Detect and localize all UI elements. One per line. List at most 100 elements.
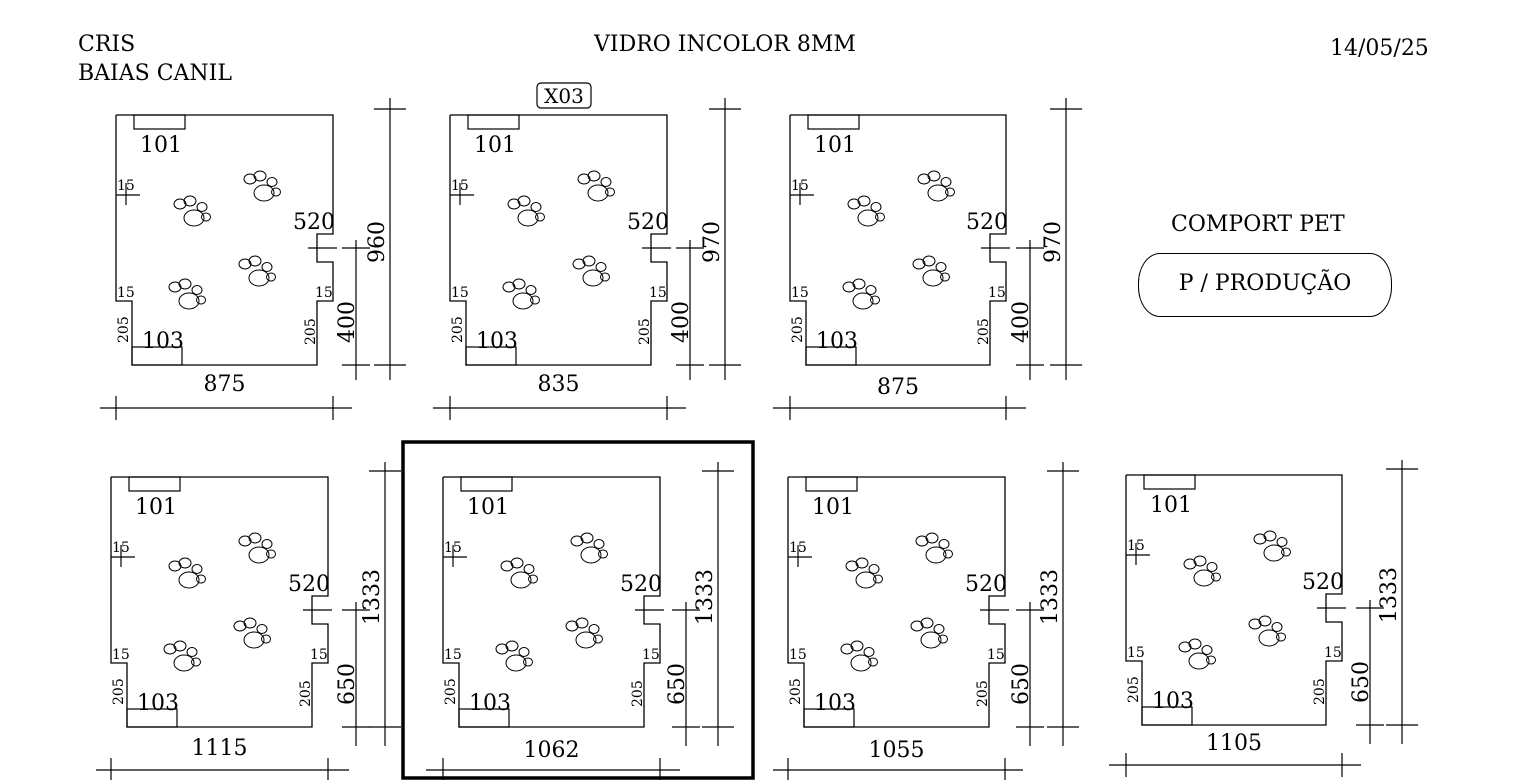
paw-toe: [163, 643, 177, 655]
paw-toe: [595, 262, 607, 272]
paw-print-icon: [173, 195, 211, 227]
panel-tag-label: X03: [544, 84, 584, 108]
paw-print-icon: [238, 532, 276, 564]
bottom-notch-label: 103: [476, 329, 518, 354]
paw-toe: [512, 278, 526, 290]
paw-toe: [863, 647, 875, 657]
right-step-label: 15: [1324, 645, 1342, 661]
side-note-title: COMPORT PET: [1171, 212, 1345, 237]
right-height-label: 205: [976, 318, 992, 345]
paw-toe: [178, 557, 192, 569]
paw-toe: [587, 170, 601, 182]
top-notch-label: 101: [812, 495, 854, 520]
paw-print-icon: [507, 195, 545, 227]
lower-height-label: 400: [335, 301, 360, 343]
paw-toe: [933, 624, 945, 634]
left-step-label: 15: [444, 647, 462, 663]
paw-toe: [1178, 641, 1192, 653]
paw-toe: [196, 202, 208, 212]
paw-pad: [920, 631, 942, 649]
paw-toe: [582, 255, 596, 267]
lower-height-label: 650: [335, 663, 360, 705]
left-step-label: 15: [117, 285, 135, 301]
paw-toe: [850, 640, 864, 652]
paw-pad: [243, 631, 265, 649]
paw-toe: [1253, 533, 1267, 545]
paw-toe: [248, 255, 262, 267]
project-name: BAIAS CANIL: [78, 61, 232, 86]
left-height-label: 205: [111, 678, 127, 705]
paw-toe: [1193, 555, 1207, 567]
paw-print-icon: [500, 557, 538, 589]
paw-print-icon: [502, 278, 540, 310]
lower-height-label: 400: [669, 301, 694, 343]
paw-toe: [570, 535, 584, 547]
paw-toe: [178, 278, 192, 290]
paw-print-icon: [565, 617, 603, 649]
bottom-notch-label: 103: [814, 691, 856, 716]
paw-toe: [945, 187, 955, 197]
paw-toe: [1188, 638, 1202, 650]
paw-toe: [935, 262, 947, 272]
paw-print-icon: [570, 532, 608, 564]
panel-outline: [110, 476, 329, 728]
bottom-notch-label: 103: [469, 691, 511, 716]
paw-toe: [1258, 615, 1272, 627]
panel-outline: [1125, 474, 1343, 726]
left-offset-label: 15: [112, 540, 130, 556]
paw-toe: [233, 620, 247, 632]
paw-print-icon: [912, 255, 950, 287]
left-height-label: 205: [788, 678, 804, 705]
left-height-label: 205: [1126, 676, 1142, 703]
left-step-label: 15: [791, 285, 809, 301]
paw-toe: [1206, 655, 1216, 665]
lower-height-label: 650: [665, 663, 690, 705]
paw-toe: [173, 640, 187, 652]
paw-pad: [852, 292, 874, 310]
paw-toe: [940, 272, 950, 282]
paw-pad: [173, 654, 195, 672]
paw-toe: [183, 195, 197, 207]
paw-pad: [922, 269, 944, 287]
top-notch: [133, 114, 186, 130]
paw-toe: [191, 657, 201, 667]
paw-toe: [266, 549, 276, 559]
paw-pad: [248, 269, 270, 287]
paw-toe: [845, 560, 859, 572]
paw-toe: [261, 262, 273, 272]
lower-height-label: 400: [1009, 301, 1034, 343]
paw-print-icon: [243, 170, 281, 202]
paw-print-icon: [572, 255, 610, 287]
width-label: 1055: [869, 738, 925, 763]
top-notch-label: 101: [1150, 493, 1192, 518]
paw-toe: [865, 285, 877, 295]
right-notch-label: 520: [966, 210, 1008, 235]
right-height-label: 205: [298, 680, 314, 707]
right-notch-label: 520: [627, 210, 669, 235]
paw-toe: [505, 640, 519, 652]
paw-pad: [582, 269, 604, 287]
right-step-label: 15: [642, 647, 660, 663]
bottom-notch: [803, 708, 855, 728]
paw-print-icon: [168, 557, 206, 589]
paw-toe: [922, 255, 936, 267]
paw-toe: [842, 281, 856, 293]
paw-toe: [870, 202, 882, 212]
paw-toe: [857, 195, 871, 207]
height-label: 960: [365, 221, 390, 263]
paw-toe: [912, 258, 926, 270]
paw-print-icon: [1178, 638, 1216, 670]
top-notch: [805, 476, 858, 492]
paw-toe: [868, 564, 880, 574]
paw-toe: [1263, 530, 1277, 542]
paw-toe: [266, 177, 278, 187]
paw-toe: [1183, 558, 1197, 570]
paw-toe: [852, 278, 866, 290]
right-notch-label: 520: [288, 572, 330, 597]
left-step-label: 15: [1127, 645, 1145, 661]
paw-pad: [512, 292, 534, 310]
paw-toe: [530, 202, 542, 212]
paw-print-icon: [1248, 615, 1286, 647]
right-height-label: 205: [975, 680, 991, 707]
